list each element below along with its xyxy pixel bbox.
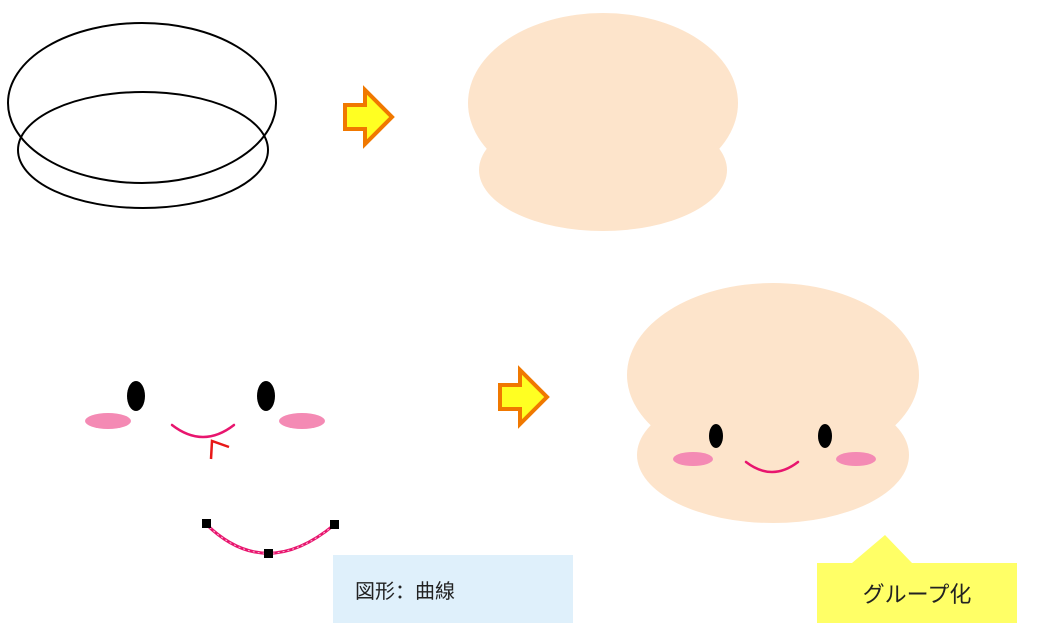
right-cheek	[279, 413, 325, 429]
face-ellipse-bottom	[637, 387, 909, 523]
left-cheek	[85, 413, 131, 429]
right-arrow-icon	[498, 365, 550, 429]
right-arrow-icon	[343, 85, 395, 149]
left-cheek	[673, 452, 713, 466]
right-eye	[818, 424, 832, 448]
outline-ellipse-bottom	[17, 91, 269, 209]
curve-example	[202, 519, 339, 558]
curve-handle-right[interactable]	[330, 520, 339, 529]
group-label-background	[817, 563, 1017, 623]
outline-ellipse-top	[7, 22, 277, 184]
curve-handle-center[interactable]	[264, 549, 273, 558]
up-arrow-icon	[209, 439, 260, 509]
curve-shape-label: 図形：曲線	[333, 555, 573, 623]
mouth-curve	[744, 460, 800, 474]
filled-face-shape	[468, 13, 738, 231]
left-eye	[127, 381, 145, 411]
right-eye	[257, 381, 275, 411]
mouth-curve	[170, 423, 236, 439]
left-eye	[709, 424, 723, 448]
face-ellipse-bottom	[479, 109, 727, 231]
curve-label-background	[333, 555, 573, 623]
outline-ellipses-group	[7, 22, 277, 209]
curve-handle-left[interactable]	[202, 519, 211, 528]
group-label: グループ化	[817, 563, 1017, 623]
curve-example-line	[204, 522, 335, 555]
face-parts-group	[85, 381, 325, 439]
group-label-text: グループ化	[862, 583, 972, 608]
right-cheek	[836, 452, 876, 466]
curve-shape-label-text: 図形：曲線	[355, 578, 455, 603]
group-callout-pointer	[852, 535, 912, 563]
pointer-arrow-head	[209, 439, 230, 460]
completed-face	[627, 283, 919, 523]
pointer-arrow-shaft	[213, 443, 260, 509]
